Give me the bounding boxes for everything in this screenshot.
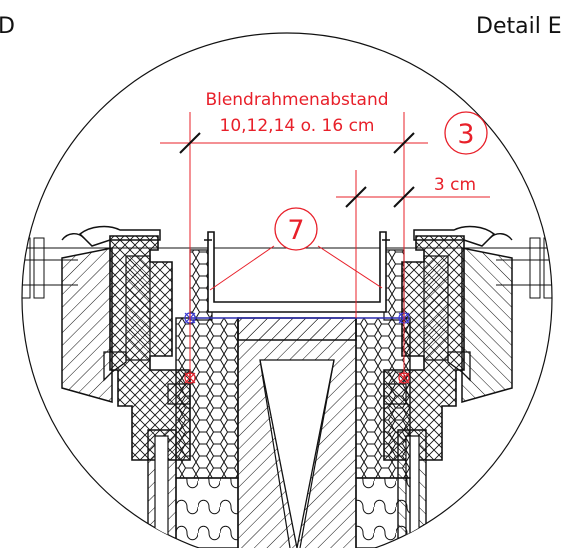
foam-right (355, 317, 411, 479)
detail-e-label: Detail E (476, 14, 562, 39)
foam-left (175, 317, 239, 479)
left-window-frame (22, 225, 191, 541)
dimension-annotations (160, 112, 490, 378)
callout-3-circle (444, 111, 488, 155)
dimension-ticks (179, 132, 415, 208)
dimension-values: 10,12,14 o. 16 cm (220, 116, 375, 136)
insulation-left (175, 477, 239, 548)
insulation-right (355, 477, 411, 548)
dimension-title: Blendrahmenabstand (205, 90, 388, 110)
callout-7: 7 (287, 215, 304, 246)
callout-7-circle (274, 207, 318, 251)
section-drawing (22, 225, 552, 548)
cover-profile (207, 231, 387, 313)
callout-3: 3 (457, 119, 474, 150)
detail-d-label-fragment: D (0, 14, 15, 39)
offset-dimension: 3 cm (434, 175, 476, 195)
